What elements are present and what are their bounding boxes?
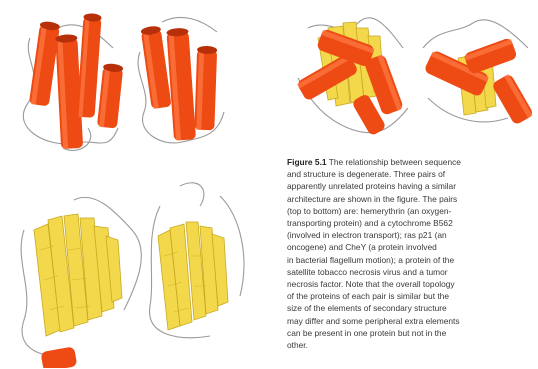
figure-label: Figure 5.1	[287, 157, 327, 167]
caption-text: The relationship between sequence	[327, 157, 461, 167]
ras-p21-structure	[288, 8, 418, 138]
caption-line: architecture are shown in the figure. Th…	[287, 193, 527, 205]
figure-caption: Figure 5.1 The relationship between sequ…	[287, 156, 527, 366]
caption-line: other.	[287, 339, 527, 351]
caption-line: can be present in one protein but not in…	[287, 327, 527, 339]
caption-line: and structure is degenerate. Three pairs…	[287, 168, 527, 180]
tnf-structure	[140, 176, 260, 346]
caption-line: may differ and some peripheral extra ele…	[287, 315, 527, 327]
caption-line: satellite tobacco necrosis virus and a t…	[287, 266, 527, 278]
caption-line: size of the elements of secondary struct…	[287, 302, 527, 314]
cytochrome-b562-structure	[132, 12, 232, 152]
stnv-protein-structure	[14, 190, 144, 368]
caption-line: transporting protein) and a cytochrome B…	[287, 217, 527, 229]
caption-line: Figure 5.1 The relationship between sequ…	[287, 156, 527, 168]
caption-line: oncogene) and CheY (a protein involved	[287, 241, 527, 253]
caption-line: (top to bottom) are: hemerythrin (an oxy…	[287, 205, 527, 217]
caption-line: of the proteins of each pair is similar …	[287, 290, 527, 302]
hemerythrin-structure	[18, 8, 138, 158]
caption-line: necrosis factor. Note that the overall t…	[287, 278, 527, 290]
caption-line: in bacterial flagellum motion); a protei…	[287, 254, 527, 266]
caption-line: (involved in electron transport); ras p2…	[287, 229, 527, 241]
caption-line: apparently unrelated proteins having a s…	[287, 180, 527, 192]
chey-structure	[418, 18, 536, 133]
